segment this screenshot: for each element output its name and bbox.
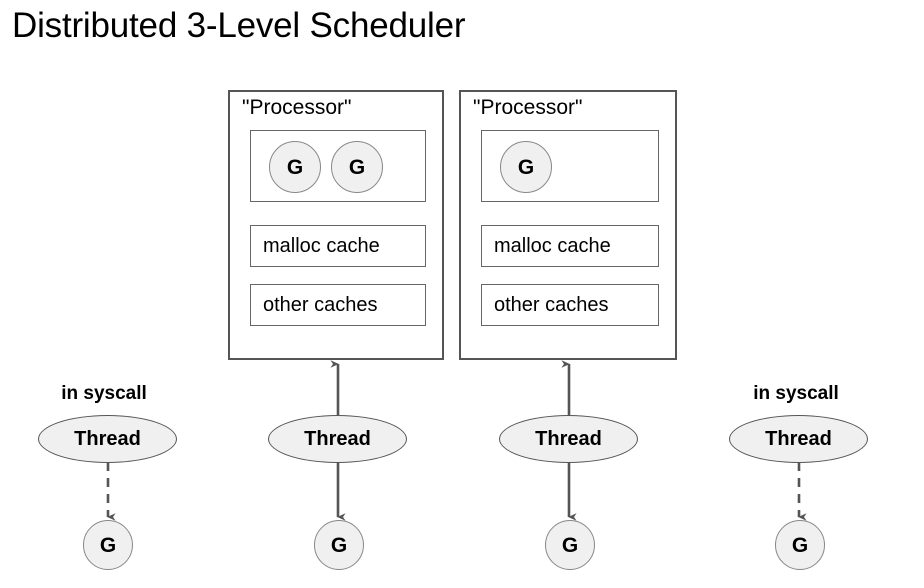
page-title: Distributed 3-Level Scheduler [12, 6, 466, 45]
thread-label: Thread [765, 428, 832, 450]
goroutine-label: G [330, 533, 348, 557]
cache-label: malloc cache [494, 234, 611, 257]
thread-node-4[interactable]: Thread [729, 415, 868, 463]
goroutine-node[interactable]: G [331, 141, 383, 193]
cache-label: other caches [494, 293, 609, 316]
processor-2-runqueue[interactable]: G [481, 130, 659, 202]
processor-2-malloc-cache[interactable]: malloc cache [481, 225, 659, 267]
processor-1-runqueue[interactable]: G G [250, 130, 426, 202]
goroutine-node[interactable]: G [269, 141, 321, 193]
cache-label: malloc cache [263, 234, 380, 257]
thread-4-status-label: in syscall [753, 383, 839, 404]
processor-card-1[interactable]: "Processor" G G malloc cache other cache… [228, 90, 444, 360]
goroutine-label: G [286, 155, 304, 179]
thread-label: Thread [74, 428, 141, 450]
thread-node-1[interactable]: Thread [38, 415, 177, 463]
thread-2-goroutine-node[interactable]: G [314, 520, 364, 570]
cache-label: other caches [263, 293, 378, 316]
processor-label-2: "Processor" [473, 96, 583, 119]
thread-label: Thread [535, 428, 602, 450]
thread-3-goroutine-node[interactable]: G [545, 520, 595, 570]
processor-1-other-caches[interactable]: other caches [250, 284, 426, 326]
thread-1-status-label: in syscall [61, 383, 147, 404]
processor-label-1: "Processor" [242, 96, 352, 119]
goroutine-label: G [348, 155, 366, 179]
thread-4-goroutine-node[interactable]: G [775, 520, 825, 570]
thread-1-goroutine-node[interactable]: G [83, 520, 133, 570]
processor-1-malloc-cache[interactable]: malloc cache [250, 225, 426, 267]
goroutine-label: G [99, 533, 117, 557]
goroutine-label: G [791, 533, 809, 557]
processor-card-2[interactable]: "Processor" G malloc cache other caches [459, 90, 677, 360]
thread-label: Thread [304, 428, 371, 450]
goroutine-node[interactable]: G [500, 141, 552, 193]
thread-node-3[interactable]: Thread [499, 415, 638, 463]
goroutine-label: G [517, 155, 535, 179]
thread-node-2[interactable]: Thread [268, 415, 407, 463]
goroutine-label: G [561, 533, 579, 557]
processor-2-other-caches[interactable]: other caches [481, 284, 659, 326]
